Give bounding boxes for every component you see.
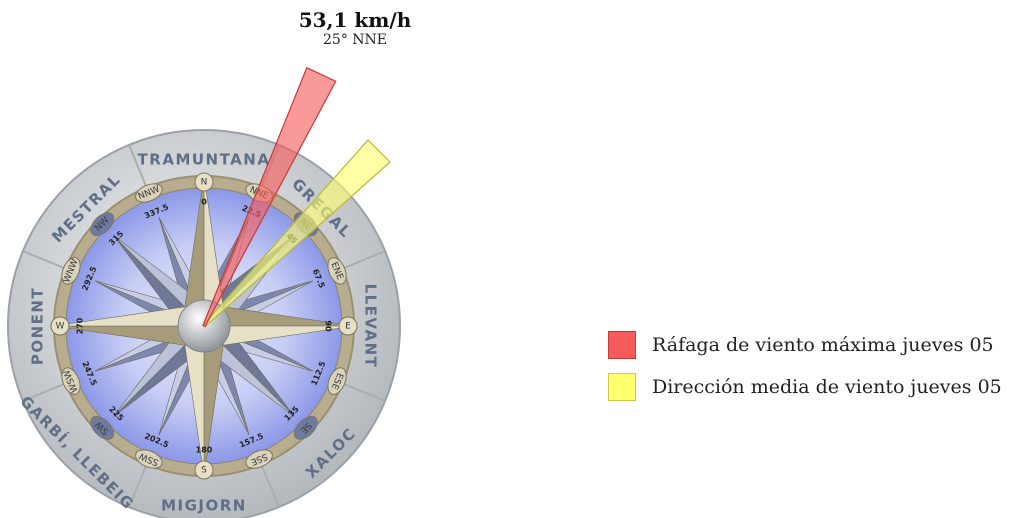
legend-item-mean: Dirección media de viento jueves 05 [608,372,1002,402]
ring-divider [128,145,147,186]
wind-speed-value: 53,1 km/h [298,8,412,32]
ring-divider [23,250,64,269]
direction-degree-label: 180 [196,446,213,455]
ring-divider [128,466,147,507]
ring-divider [344,250,385,269]
wind-name-label: PONENT [29,287,47,365]
direction-abbr-label: N [201,178,208,188]
direction-badge [61,257,81,285]
direction-badge [293,415,318,440]
legend-swatch-gust [608,331,636,359]
direction-abbr-label: S [201,466,207,476]
ring-divider [261,466,280,507]
direction-badge [90,415,115,440]
direction-badge [338,316,358,336]
legend: Ráfaga de viento máxima jueves 05 Direcc… [608,330,1002,414]
direction-badge [135,183,163,203]
direction-badge [245,449,273,469]
wind-name-label: LLEVANT [362,284,380,369]
direction-badge [135,449,163,469]
wind-name-label: TRAMUNTANA [138,151,271,169]
legend-swatch-mean [608,373,636,401]
direction-abbr-label: E [345,322,351,332]
direction-abbr-label: W [56,322,65,332]
direction-badge [90,212,115,237]
direction-degree-label: 90 [324,320,333,332]
direction-badge [194,460,214,480]
wind-reading: 53,1 km/h 25° NNE [295,8,415,48]
direction-badge [194,172,214,192]
legend-label-gust: Ráfaga de viento máxima jueves 05 [652,334,994,356]
ring-divider [23,383,64,402]
direction-badge [327,257,347,285]
direction-badge [327,367,347,395]
direction-degree-label: 270 [76,317,85,334]
ring-divider [344,383,385,402]
legend-label-mean: Dirección media de viento jueves 05 [652,376,1002,398]
wind-name-label: MIGJORN [161,497,247,515]
legend-item-gust: Ráfaga de viento máxima jueves 05 [608,330,1002,360]
gust-direction-wedge [202,66,337,328]
direction-degree-label: 0 [201,198,207,207]
wind-direction-value: 25° NNE [323,32,387,48]
direction-badge [50,316,70,336]
direction-badge [61,367,81,395]
